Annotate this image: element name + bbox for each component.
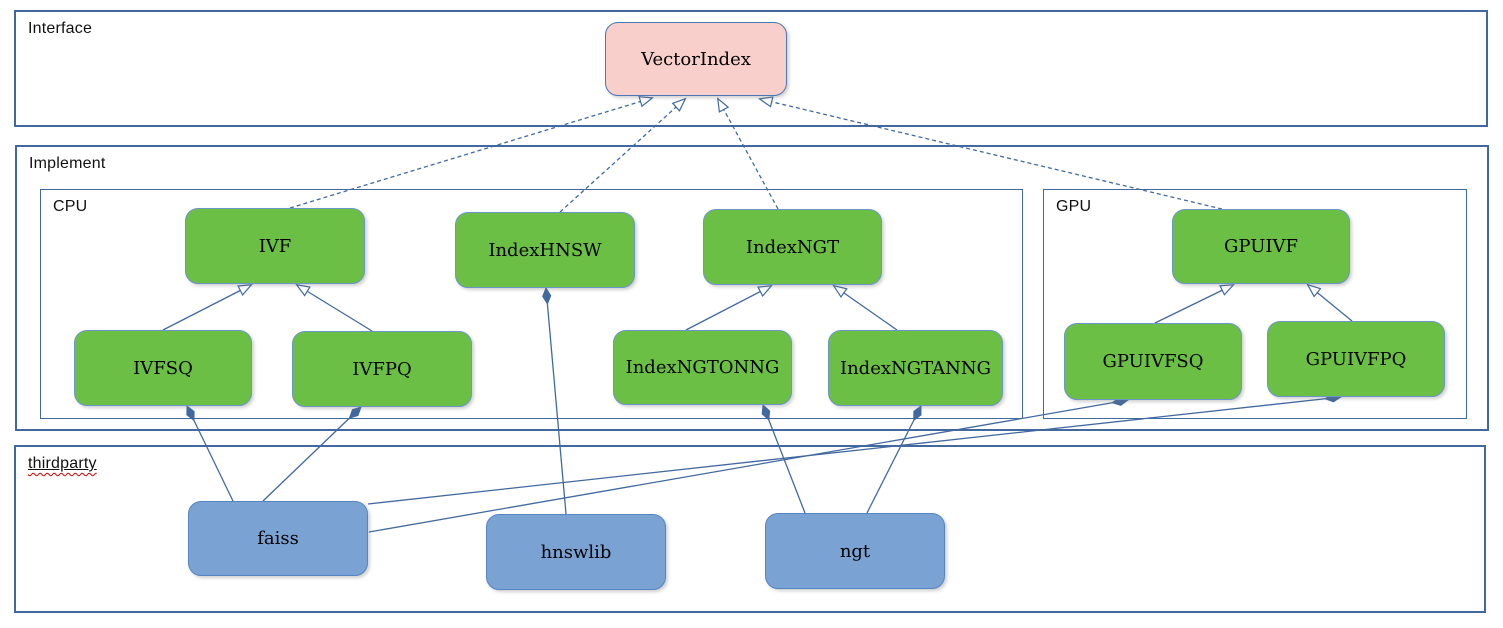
node-ivf: IVF [185, 208, 365, 284]
node-ngt-label: ngt [839, 540, 871, 562]
node-gpuivf-label: GPUIVF [1224, 236, 1298, 257]
band-gpu-label: GPU [1056, 198, 1092, 215]
node-faiss: faiss [188, 501, 368, 576]
node-gpuivfpq-label: GPUIVFPQ [1305, 348, 1407, 370]
node-indexngt-label: IndexNGT [745, 236, 840, 258]
band-thirdparty-label: thirdparty [28, 455, 97, 472]
node-indexngtanng-label: IndexNGTANNG [839, 357, 992, 379]
node-gpuivfsq: GPUIVFSQ [1064, 323, 1242, 400]
node-indexngtonng: IndexNGTONNG [613, 330, 792, 405]
node-ivfpq: IVFPQ [292, 331, 472, 407]
band-implement-label: Implement [29, 155, 106, 172]
node-ivfpq-label: IVFPQ [352, 358, 412, 380]
node-vectorindex-label: VectorIndex [641, 48, 751, 70]
node-gpuivfpq: GPUIVFPQ [1267, 321, 1445, 397]
node-ivfsq-label: IVFSQ [133, 357, 193, 379]
band-interface-label: Interface [28, 20, 93, 37]
node-vectorindex: VectorIndex [605, 22, 787, 96]
node-ngt: ngt [765, 513, 945, 589]
node-indexngt: IndexNGT [703, 209, 882, 285]
node-hnswlib-label: hnswlib [540, 541, 612, 563]
band-cpu-label: CPU [53, 198, 88, 215]
node-indexngtanng: IndexNGTANNG [828, 330, 1003, 406]
node-ivf-label: IVF [258, 235, 292, 257]
node-ivfsq: IVFSQ [74, 330, 252, 406]
node-faiss-label: faiss [257, 528, 299, 549]
node-indexhnsw: IndexHNSW [455, 212, 635, 288]
node-gpuivfsq-label: GPUIVFSQ [1102, 351, 1204, 372]
node-indexhnsw-label: IndexHNSW [488, 239, 602, 261]
node-indexngtonng-label: IndexNGTONNG [625, 357, 780, 378]
node-hnswlib: hnswlib [486, 514, 666, 590]
node-gpuivf: GPUIVF [1172, 209, 1350, 284]
